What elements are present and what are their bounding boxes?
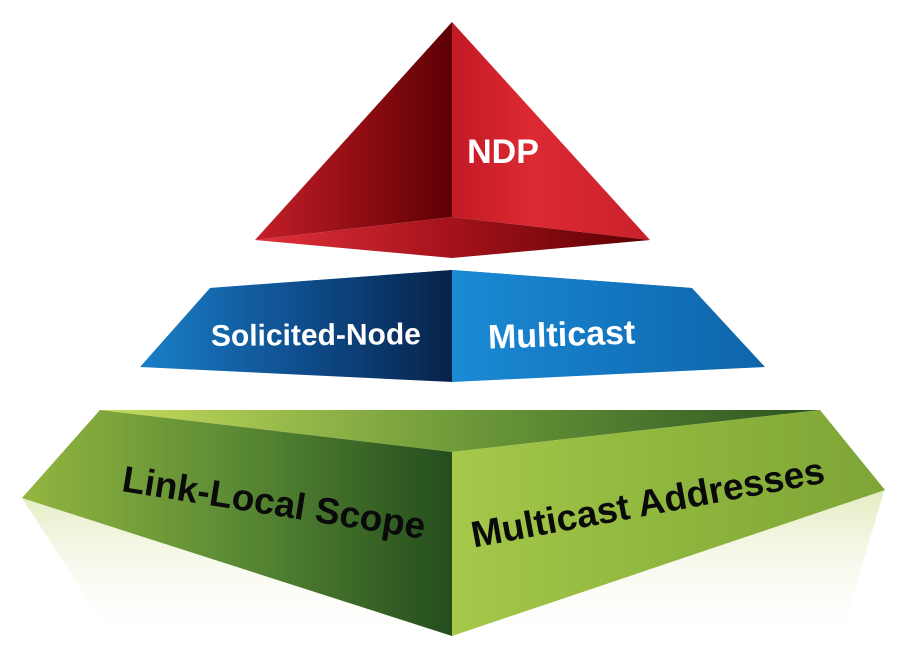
bottom-tier-left-face <box>22 410 452 636</box>
middle-tier-right-face <box>452 270 765 382</box>
top-tier-left-face <box>255 22 452 240</box>
bottom-tier <box>22 410 885 636</box>
bottom-tier-top-face <box>100 410 820 452</box>
middle-tier-label-right: Multicast <box>487 313 636 356</box>
top-tier <box>255 22 650 258</box>
middle-tier-label-left: Solicited-Node <box>211 318 421 353</box>
middle-tier-left-face <box>140 270 452 382</box>
top-tier-base-face <box>255 217 650 258</box>
middle-tier <box>140 270 765 382</box>
bottom-tier-right-face <box>452 410 885 636</box>
top-tier-label: NDP <box>467 133 539 171</box>
top-tier-right-face <box>452 22 650 240</box>
